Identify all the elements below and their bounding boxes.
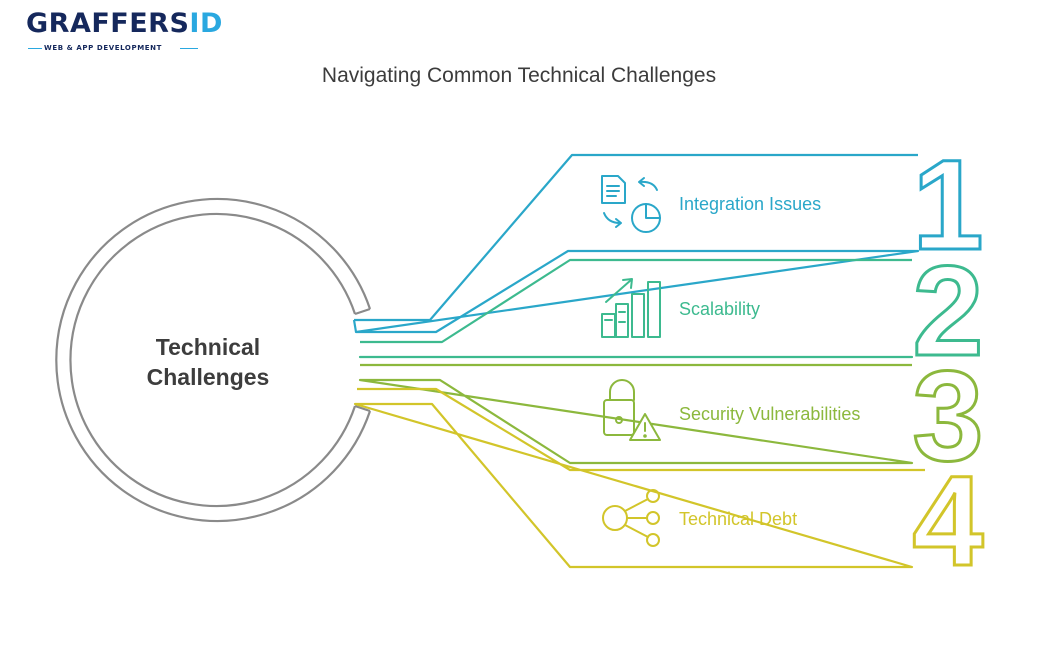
band-3 bbox=[358, 363, 914, 465]
band-1 bbox=[352, 153, 920, 334]
branching-icon bbox=[602, 489, 660, 547]
item-label-2: Scalability bbox=[679, 299, 760, 319]
growth-chart-icon bbox=[601, 278, 661, 338]
brand-name-main: GRAFFERS bbox=[26, 8, 190, 39]
brand-logo: GRAFFERSID WEB & APP DEVELOPMENT bbox=[22, 8, 222, 58]
brand-name-accent: ID bbox=[189, 8, 223, 39]
band-2 bbox=[358, 258, 914, 359]
band-4 bbox=[353, 387, 925, 569]
integration-icon bbox=[601, 175, 661, 233]
number-1: 1 bbox=[912, 134, 983, 277]
brand-rule-right bbox=[180, 48, 198, 49]
center-ring bbox=[55, 197, 372, 523]
number-3: 3 bbox=[912, 345, 983, 488]
page-title: Navigating Common Technical Challenges bbox=[321, 64, 717, 87]
lock-warning-icon bbox=[603, 379, 661, 441]
brand-rule-left bbox=[28, 48, 42, 49]
number-4: 4 bbox=[912, 450, 983, 593]
center-label-line1: Technical bbox=[156, 334, 260, 360]
item-label-1: Integration Issues bbox=[679, 194, 821, 214]
number-2: 2 bbox=[912, 240, 983, 383]
item-label-3: Security Vulnerabilities bbox=[679, 404, 860, 424]
item-label-4: Technical Debt bbox=[679, 509, 797, 529]
center-label-line2: Challenges bbox=[147, 364, 270, 390]
brand-wordmark: GRAFFERSID bbox=[26, 8, 223, 39]
brand-tagline: WEB & APP DEVELOPMENT bbox=[44, 44, 162, 52]
